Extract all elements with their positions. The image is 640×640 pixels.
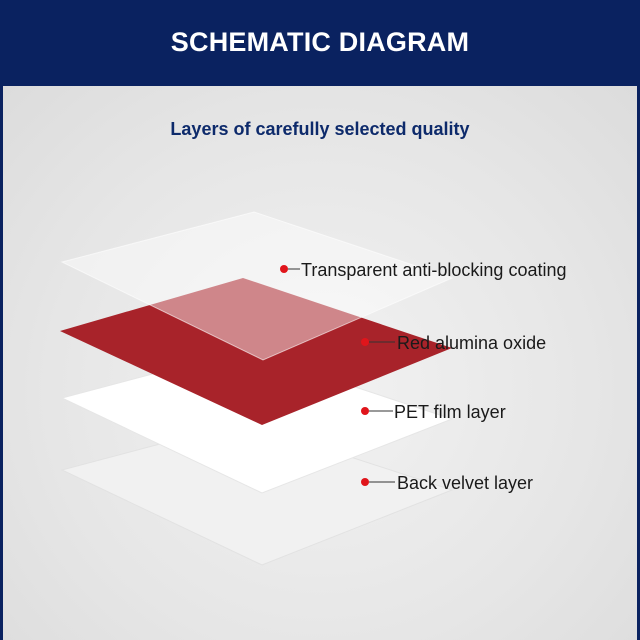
diagram-subtitle: Layers of carefully selected quality [170, 119, 470, 139]
label-red-alumina-oxide: Red alumina oxide [397, 333, 547, 353]
label-transparent-coating: Transparent anti-blocking coating [301, 260, 567, 280]
header-title: SCHEMATIC DIAGRAM [170, 26, 470, 57]
header-banner: SCHEMATIC DIAGRAM [0, 0, 640, 84]
marker-dot-coating [280, 265, 288, 273]
label-pet-film-layer: PET film layer [394, 402, 506, 422]
marker-dot-pet-film [361, 407, 369, 415]
marker-dot-red-alumina [361, 338, 369, 346]
red-alumina-oxide-sheet [60, 278, 452, 425]
marker-dot-back-velvet [361, 478, 369, 486]
label-back-velvet-layer: Back velvet layer [397, 473, 534, 493]
transparent-coating-sheet [60, 211, 454, 361]
